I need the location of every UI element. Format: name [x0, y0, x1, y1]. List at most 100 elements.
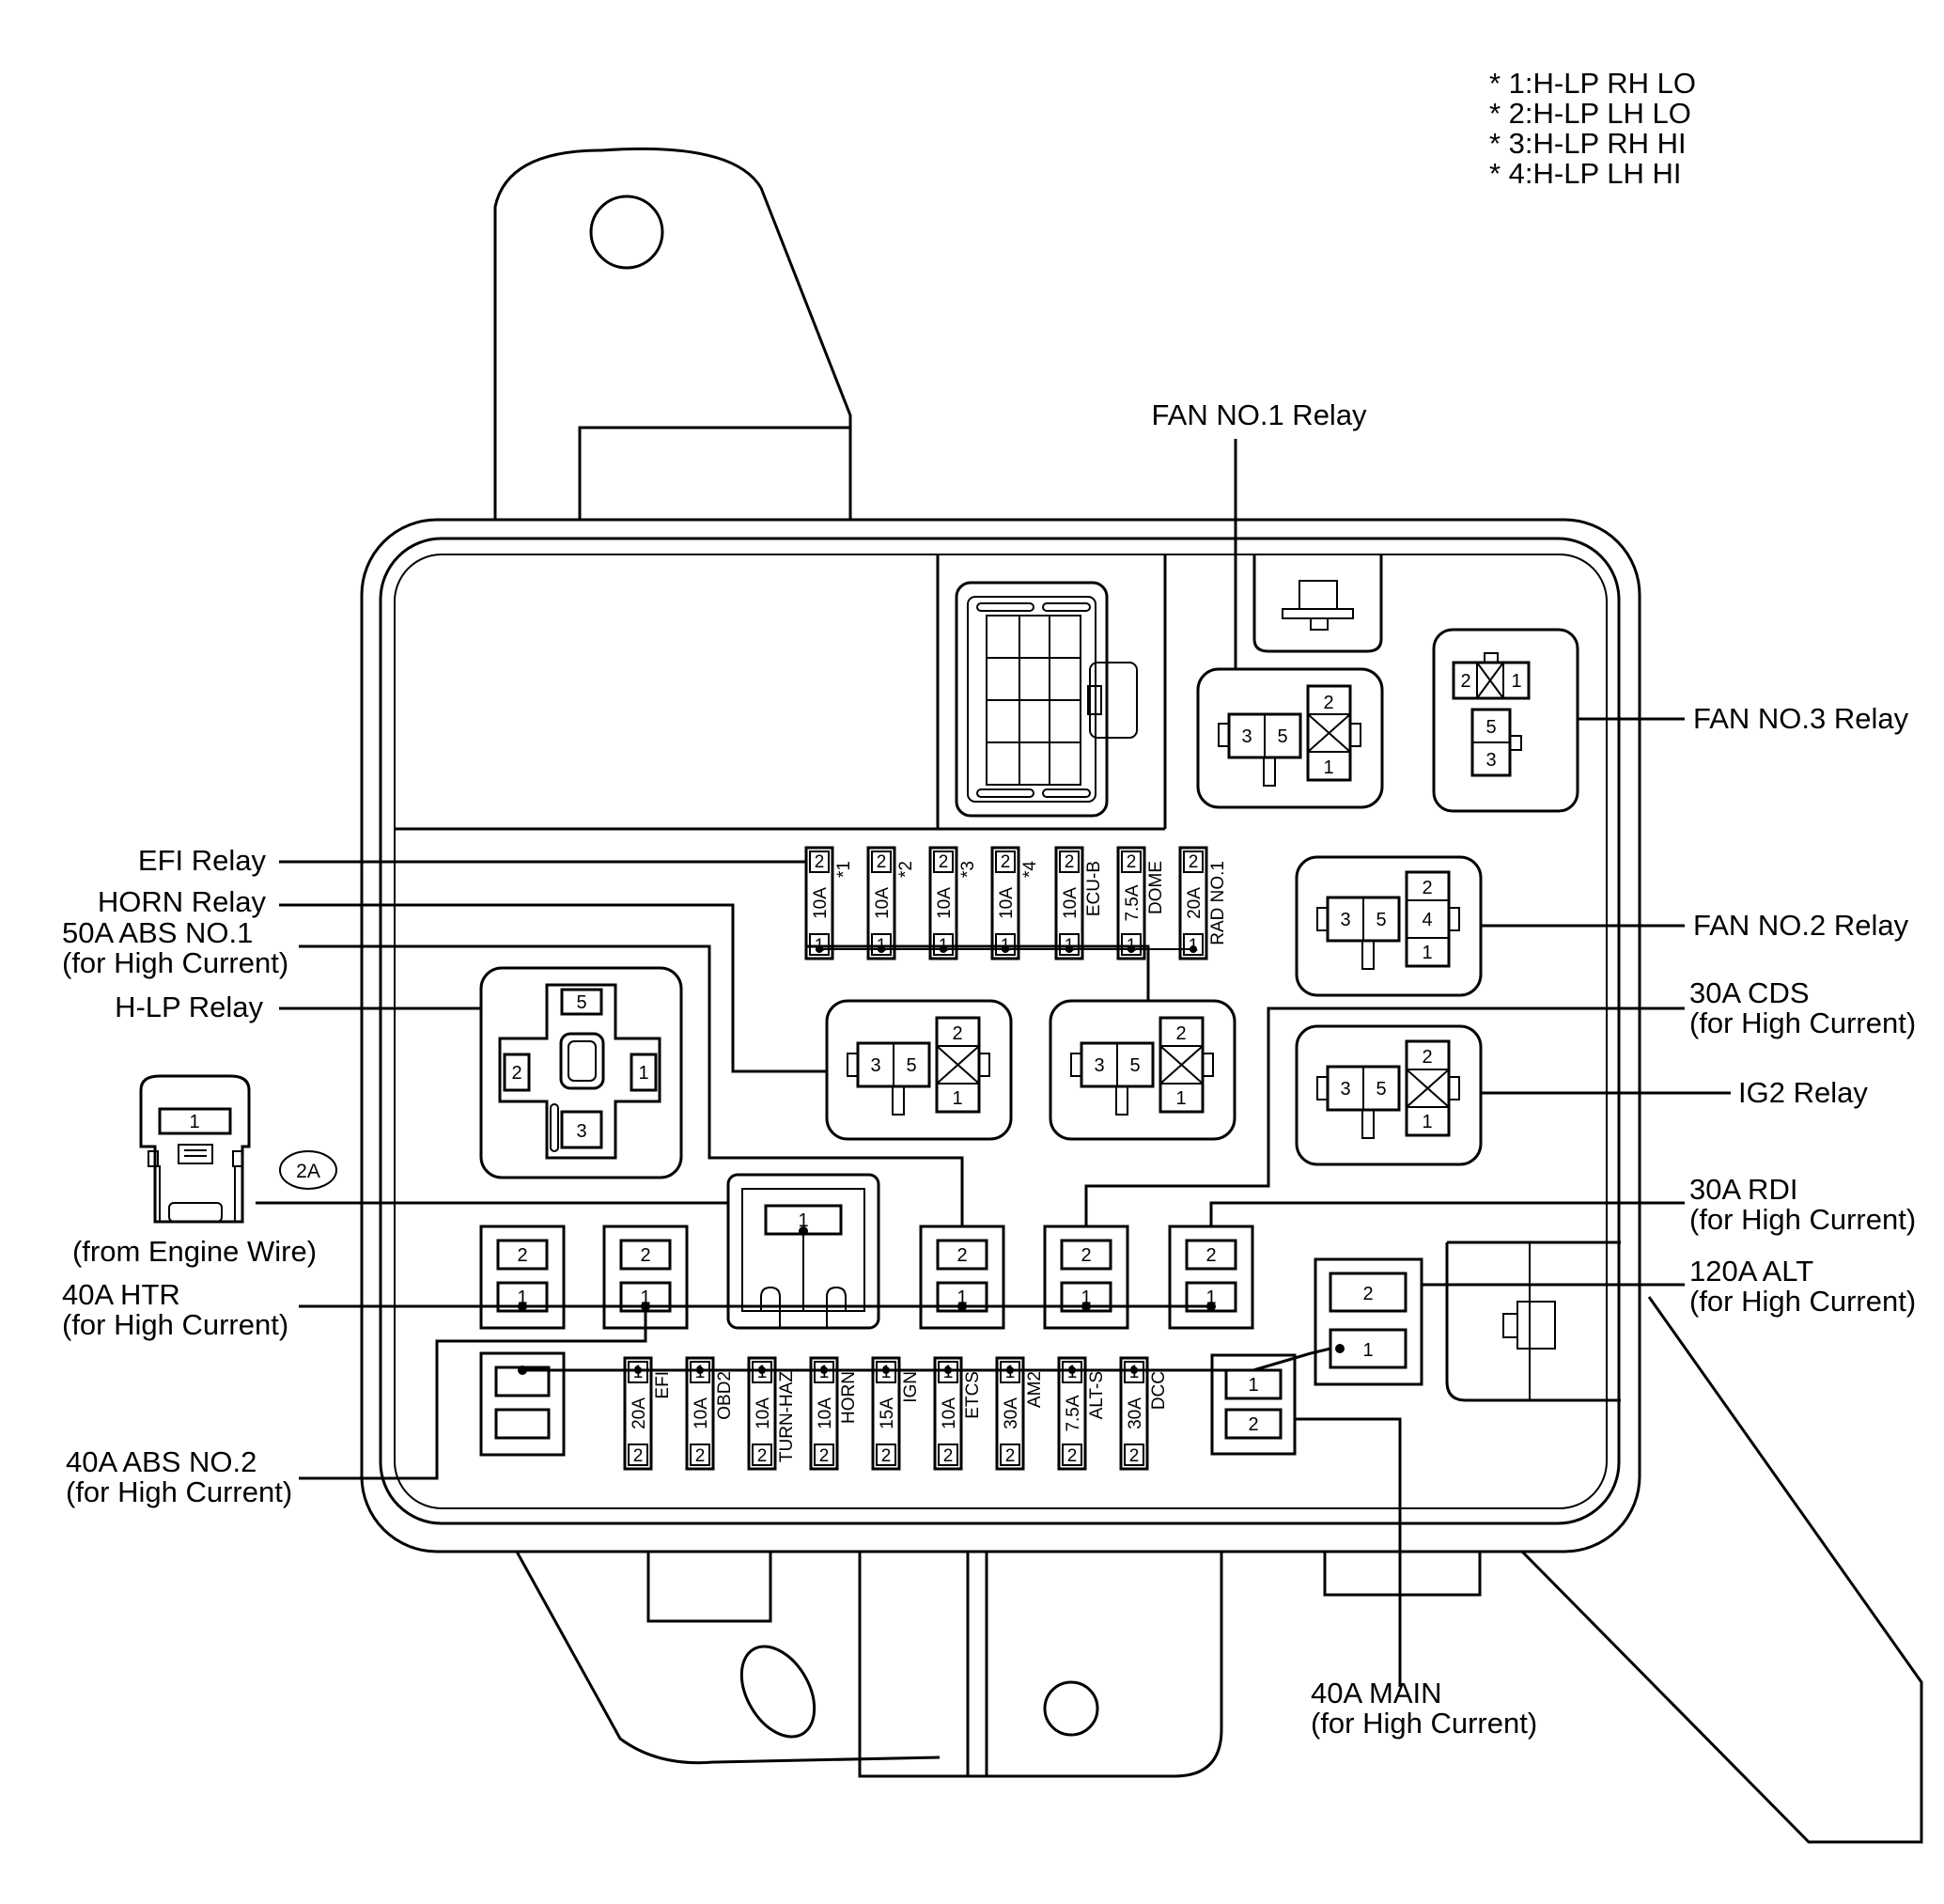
fuse-name: *2: [896, 861, 916, 878]
fuse-amp: 20A: [630, 1397, 649, 1429]
pin-label: 1: [638, 1063, 648, 1084]
pin-label: 2: [1362, 1284, 1373, 1304]
label-50a-abs-no1: 50A ABS NO.1: [62, 916, 253, 949]
mini-fuse: 2110A*3: [928, 846, 978, 960]
pin-label: 2: [695, 1446, 706, 1466]
pin-label: 2: [1005, 1446, 1016, 1466]
fan-no2-relay: 3 5 2 4 1: [1295, 855, 1483, 997]
fuse-30a-rdi: 2 1: [1168, 1225, 1254, 1330]
pin-label: 1: [1248, 1375, 1258, 1396]
label-30a-cds-note: (for High Current): [1689, 1007, 1916, 1039]
fuse-name: ECU-B: [1084, 861, 1104, 916]
fuse-120a-alt: 2 1: [1314, 1257, 1423, 1386]
label-efi-relay: EFI Relay: [138, 844, 267, 877]
pin-label: 3: [1340, 910, 1350, 930]
fuse-50a-abs-no1: 2 1: [919, 1225, 1005, 1330]
fuse-unlabeled-pair: 2 1: [602, 1225, 689, 1330]
pin-label: 1: [640, 1288, 650, 1308]
fuse-amp: 10A: [754, 1397, 773, 1429]
fuse-name: *3: [958, 861, 978, 878]
label-fan-no3-relay: FAN NO.3 Relay: [1693, 702, 1909, 735]
mini-fuse: 1210ATURN-HAZ: [747, 1356, 797, 1471]
pin-label: 1: [1422, 1112, 1432, 1132]
pin-label: 3: [1485, 750, 1496, 771]
pin-label: 2: [1460, 671, 1470, 692]
mount-hole-top: [589, 195, 664, 270]
label-120a-alt: 120A ALT: [1689, 1255, 1813, 1288]
pin-label: 2: [1065, 852, 1075, 872]
pin-label: 3: [1094, 1055, 1104, 1076]
pin-label: 2: [952, 1023, 962, 1044]
label-40a-main: 40A MAIN: [1311, 1677, 1442, 1709]
label-engine-wire: (from Engine Wire): [72, 1235, 317, 1268]
pin-label: 2: [1001, 852, 1011, 872]
ig2-relay: 3 5 2 1: [1295, 1024, 1483, 1166]
mini-fuse: 2120ARAD NO.1: [1178, 846, 1228, 960]
label-fan-no2-relay: FAN NO.2 Relay: [1693, 909, 1909, 942]
fuse-amp: 10A: [816, 1397, 835, 1429]
pin-label: 2: [943, 1446, 954, 1466]
pin-label: 2: [640, 1245, 650, 1266]
label-40a-main-note: (for High Current): [1311, 1707, 1537, 1740]
pin-label: 2: [1175, 1023, 1186, 1044]
fuse-amp: 30A: [1002, 1397, 1021, 1429]
fuse-name: HORN: [839, 1371, 859, 1424]
pin-label: 3: [576, 1121, 586, 1142]
fuse-name: TURN-HAZ: [777, 1371, 797, 1462]
fuse-30a-cds: 2 1: [1043, 1225, 1129, 1330]
pin-label: 2: [939, 852, 949, 872]
fuse-40a-htr: 2 1: [479, 1225, 566, 1330]
label-40a-abs-no2: 40A ABS NO.2: [66, 1445, 257, 1478]
fuse-amp: 10A: [811, 887, 831, 919]
label-fan-no1-relay: FAN NO.1 Relay: [1151, 398, 1367, 431]
pin-label: 1: [1511, 671, 1521, 692]
label-120a-alt-note: (for High Current): [1689, 1285, 1916, 1318]
pin-label: 2: [1422, 1047, 1432, 1068]
pin-label: 2: [1067, 1446, 1078, 1466]
pin-label: 5: [576, 992, 586, 1013]
engine-wire-connector: 1 2A: [139, 1074, 337, 1224]
pin-label: 2: [1323, 693, 1333, 713]
pin-label: 5: [906, 1055, 916, 1076]
pin-label: 2: [1248, 1414, 1258, 1435]
mini-fuse: 2110A*1: [804, 846, 854, 960]
pin-label: 1: [1081, 1288, 1091, 1308]
pin-label: 5: [1485, 717, 1496, 738]
fuse-name: IGN: [901, 1371, 921, 1403]
mini-fuse: 1210AOBD2: [685, 1356, 735, 1471]
pin-label: 2: [757, 1446, 768, 1466]
mini-fuse: 2110A*2: [866, 846, 916, 960]
pin-label: 2: [881, 1446, 892, 1466]
pin-label: 2: [1205, 1245, 1216, 1266]
pin-label: 1: [1362, 1340, 1373, 1361]
pin-label: 1: [1422, 943, 1432, 963]
pin-label: 3: [1241, 726, 1252, 747]
fuse-amp: 10A: [873, 887, 893, 919]
high-current-fuses: 2 1 2 1 1 2 1: [479, 1173, 1423, 1457]
pin-label: 2: [633, 1446, 644, 1466]
pin-label: 1: [1175, 1088, 1186, 1109]
horn-relay: 3 5 2 1: [825, 999, 1013, 1141]
pin-label: 4: [1422, 910, 1432, 930]
fuse-amp: 30A: [1126, 1397, 1145, 1429]
pin-label: 5: [1376, 910, 1386, 930]
fuse-amp: 15A: [878, 1397, 897, 1429]
pin-label: 1: [952, 1088, 962, 1109]
label-30a-rdi: 30A RDI: [1689, 1173, 1797, 1206]
legend-line-4: * 4:H-LP LH HI: [1489, 157, 1681, 190]
pin-label: 2: [877, 852, 887, 872]
fan-no1-relay: 3 5 2 1: [1196, 667, 1384, 809]
pin-label: 2: [819, 1446, 830, 1466]
fuse-name: RAD NO.1: [1208, 861, 1228, 945]
legend-line-3: * 3:H-LP RH HI: [1489, 127, 1687, 160]
legend-line-1: * 1:H-LP RH LO: [1489, 67, 1696, 100]
fuse-amp: 20A: [1185, 887, 1205, 919]
connector-code: 2A: [296, 1161, 320, 1182]
top-fuse-row: 2110A*12110A*22110A*32110A*42110AECU-B21…: [804, 846, 1228, 960]
pin-label: 2: [815, 852, 825, 872]
leader-lines: [256, 439, 1731, 1687]
pin-label: 2: [517, 1245, 527, 1266]
